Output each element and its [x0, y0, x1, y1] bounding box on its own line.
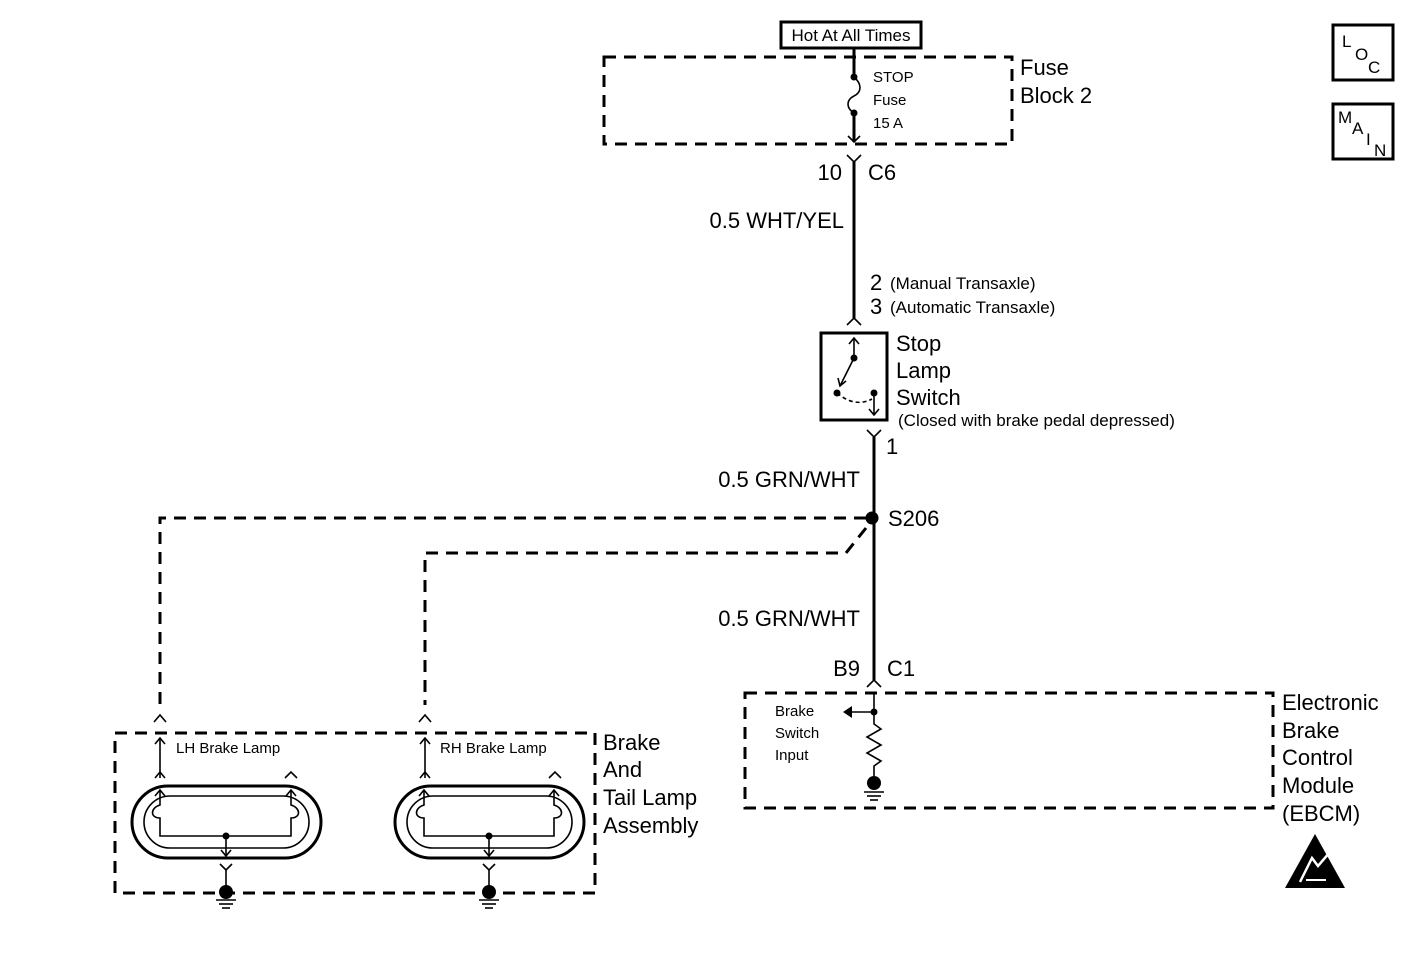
loc-letter-l: L	[1342, 32, 1351, 51]
dashed-branch-lh	[158, 516, 866, 705]
main-letter-n: N	[1374, 141, 1386, 160]
ebcm-title-5: (EBCM)	[1282, 801, 1360, 826]
ground-icon	[864, 791, 884, 801]
bulb-filament-icon	[415, 788, 563, 837]
fuse-block: STOP Fuse 15 A Fuse Block 2	[602, 48, 1092, 146]
power-label: Hot At All Times	[791, 26, 910, 45]
fuse-block-title-2: Block 2	[1020, 83, 1092, 108]
switch-pin-manual: 2	[870, 270, 882, 295]
main-letter-i: I	[1366, 130, 1371, 149]
switch-pin-out: 1	[886, 434, 898, 459]
main-letter-m: M	[1338, 108, 1352, 127]
stop-lamp-switch: Stop Lamp Switch (Closed with brake peda…	[819, 316, 1175, 430]
switch-icon	[833, 336, 880, 417]
switch-pin-auto: 3	[870, 294, 882, 319]
main-button[interactable]: M A I N	[1331, 102, 1395, 161]
dashed-branch-rh	[423, 527, 868, 705]
ebcm-module: Brake Switch Input Electronic Brake Cont…	[743, 690, 1379, 826]
ebcm-input-label-2: Switch	[775, 725, 819, 742]
power-source-box: Hot At All Times	[779, 20, 923, 50]
bulb-filament-icon	[151, 788, 300, 837]
rh-lamp-label: RH Brake Lamp	[440, 740, 547, 757]
ground-icon	[216, 899, 236, 909]
fuse-name: STOP	[873, 69, 914, 86]
loc-letter-c: C	[1368, 58, 1380, 77]
switch-title-3: Switch	[896, 385, 961, 410]
loc-letter-o: O	[1355, 45, 1368, 64]
switch-title-2: Lamp	[896, 358, 951, 383]
splice-label: S206	[888, 506, 939, 531]
resistor-icon	[865, 712, 883, 776]
fuse-icon	[847, 76, 861, 114]
ebcm-title-1: Electronic	[1282, 690, 1379, 715]
wire-grn-wht-upper-label: 0.5 GRN/WHT	[718, 467, 860, 492]
ebcm-title-2: Brake	[1282, 718, 1339, 743]
rh-brake-lamp: RH Brake Lamp	[393, 736, 586, 909]
main-letter-a: A	[1352, 119, 1364, 138]
fuse-pin: 10	[818, 160, 842, 185]
assembly-title-1: Brake	[603, 730, 660, 755]
esd-warning-icon	[1285, 834, 1345, 888]
ebcm-title-3: Control	[1282, 745, 1353, 770]
fuse-rating: 15 A	[873, 115, 903, 132]
switch-pin-manual-note: (Manual Transaxle)	[890, 274, 1036, 293]
fuse-type: Fuse	[873, 92, 906, 109]
lh-lamp-label: LH Brake Lamp	[176, 740, 280, 757]
fuse-block-title-1: Fuse	[1020, 55, 1069, 80]
wire-wht-yel-label: 0.5 WHT/YEL	[710, 208, 844, 233]
fuse-connector: C6	[868, 160, 896, 185]
assembly-title-3: Tail Lamp	[603, 785, 697, 810]
switch-note: (Closed with brake pedal depressed)	[898, 411, 1175, 430]
ebcm-title-4: Module	[1282, 773, 1354, 798]
loc-button[interactable]: L O C	[1331, 23, 1395, 82]
switch-pin-auto-note: (Automatic Transaxle)	[890, 298, 1055, 317]
ebcm-connector: C1	[887, 656, 915, 681]
ground-icon	[479, 899, 499, 909]
wire-grn-wht-lower-label: 0.5 GRN/WHT	[718, 606, 860, 631]
lamp-assembly: Brake And Tail Lamp Assembly	[113, 730, 698, 895]
assembly-title-2: And	[603, 757, 642, 782]
splice-s206	[865, 511, 879, 525]
assembly-title-4: Assembly	[603, 813, 698, 838]
ebcm-input-label-1: Brake	[775, 703, 814, 720]
lh-brake-lamp: LH Brake Lamp	[130, 736, 323, 909]
switch-title-1: Stop	[896, 331, 941, 356]
ebcm-pin: B9	[833, 656, 860, 681]
ebcm-input-label-3: Input	[775, 747, 809, 764]
